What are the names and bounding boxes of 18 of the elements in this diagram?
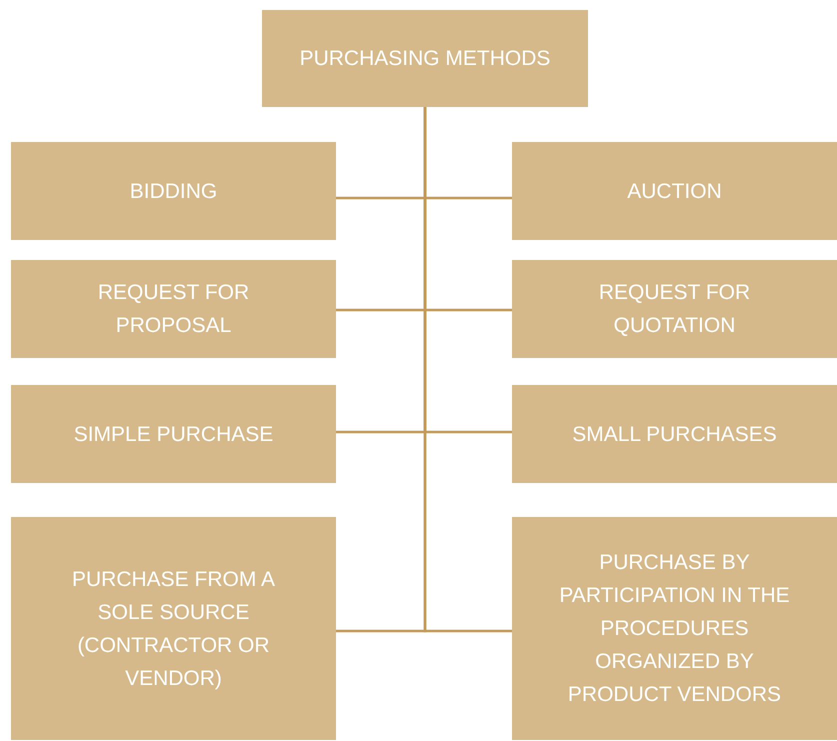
method-box — [512, 517, 837, 740]
method-label: SMALL PURCHASES — [572, 422, 777, 448]
method-label: AUCTION — [627, 178, 722, 204]
method-box — [11, 260, 336, 358]
method-label: PURCHASE FROM A SOLE SOURCE (CONTRACTOR OR VENDOR) — [70, 566, 276, 692]
method-label: REQUEST FOR QUOTATION — [598, 280, 752, 339]
method-label: PURCHASE BY PARTICIPATION IN THE PROCEDURES ORGANIZED BY PRODUCT VENDORS — [558, 550, 791, 708]
method-box — [512, 142, 837, 240]
method-label: PURCHASING METHODS — [300, 46, 550, 72]
method-box — [512, 385, 837, 483]
method-label: BIDDING — [130, 178, 218, 204]
method-label: REQUEST FOR PROPOSAL — [96, 280, 250, 339]
method-label: SIMPLE PURCHASE — [74, 422, 274, 448]
method-box — [11, 142, 336, 240]
method-box — [512, 260, 837, 358]
method-box — [11, 385, 336, 483]
root-box — [262, 10, 588, 107]
method-box — [11, 517, 336, 740]
